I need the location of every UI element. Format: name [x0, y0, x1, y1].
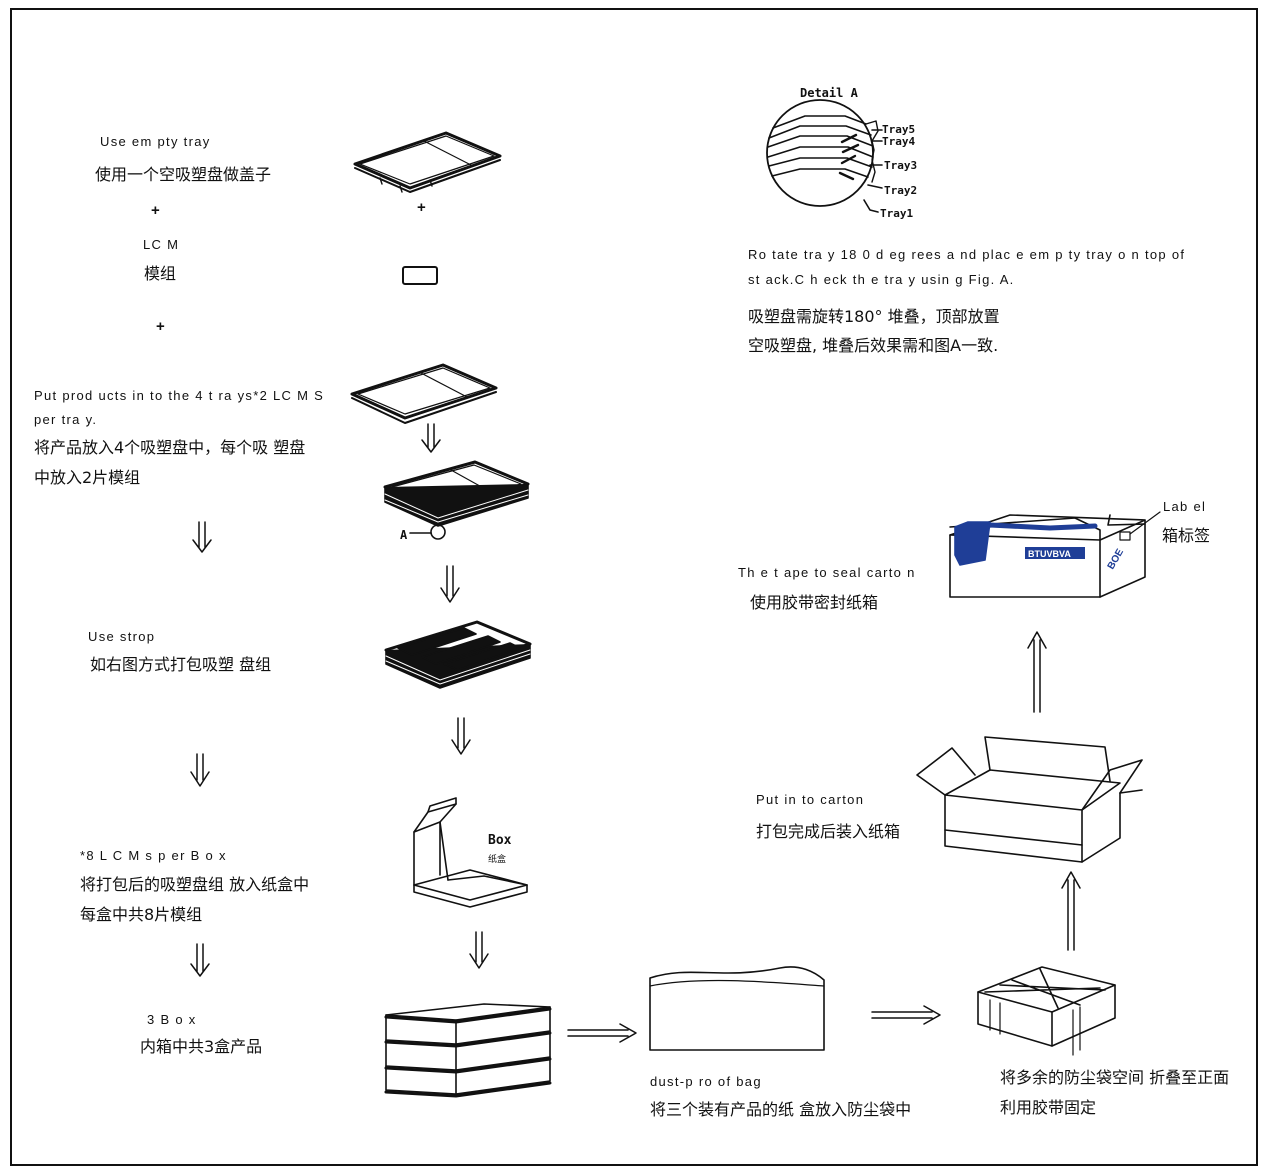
dust-bag-label: dust-p ro of bag: [650, 1074, 762, 1089]
put-products-label-line2: per tra y.: [34, 412, 98, 427]
arrow-down-3: [451, 717, 471, 755]
arrow-down-4: [469, 931, 489, 969]
strop-cn-label: 如右图方式打包吸塑 盘组: [90, 655, 272, 674]
rotate-cn-line1: 吸塑盘需旋转180° 堆叠，顶部放置: [748, 307, 1000, 326]
per-box-cn-line1: 将打包后的吸塑盘组 放入纸盒中: [80, 875, 310, 894]
three-boxes-drawing: [384, 1003, 552, 1098]
put-products-cn-line1: 将产品放入4个吸塑盘中，每个吸 塑盘: [34, 438, 306, 457]
put-carton-label: Put in to carton: [756, 792, 865, 807]
arrow-down-6: [190, 753, 210, 787]
put-products-cn-line2: 中放入2片模组: [34, 468, 141, 487]
seal-carton-label: Th e t ape to seal carto n: [738, 565, 916, 580]
empty-tray-cn-label: 使用一个空吸塑盘做盖子: [95, 165, 272, 184]
arrow-down-2: [440, 565, 460, 603]
label-label: Lab el: [1163, 499, 1207, 514]
carton-brand-bar: [1025, 547, 1085, 559]
put-carton-cn-label: 打包完成后装入纸箱: [756, 822, 901, 841]
detail-a-title: Detail A: [800, 86, 859, 100]
per-box-cn-line2: 每盒中共8片模组: [80, 905, 203, 924]
detail-a-illustration: Detail A Tray5 Tray4 Tray3 Tray2 Tray1: [766, 86, 917, 220]
open-carton-drawing: [916, 736, 1143, 863]
tray3-label: Tray3: [884, 159, 917, 172]
per-box-label: *8 L C M s p er B o x: [80, 848, 227, 863]
label-cn-label: 箱标签: [1162, 526, 1211, 545]
arrow-down-5: [192, 521, 212, 553]
product-tray-drawing: [350, 363, 498, 424]
strop-label: Use strop: [88, 629, 156, 644]
plus-sign-2: +: [156, 318, 165, 335]
diagram-border: [10, 8, 1258, 1166]
sealed-carton-drawing: BTUVBVA BOE: [949, 511, 1161, 598]
plus-sign-3: +: [417, 199, 426, 216]
arrow-right-1: [567, 1023, 637, 1043]
empty-tray-drawing: [353, 131, 502, 193]
fold-bag-cn-line1: 将多余的防尘袋空间 折叠至正面: [1000, 1068, 1230, 1087]
rotate-cn-line2: 空吸塑盘, 堆叠后效果需和图A一致.: [748, 336, 999, 355]
carton-brand: BTUVBVA: [1028, 549, 1071, 559]
fold-bag-cn-line2: 利用胶带固定: [1000, 1098, 1097, 1117]
lcm-label: LC M: [143, 237, 180, 252]
dust-proof-bag-drawing: [649, 966, 825, 1051]
seal-carton-cn-label: 使用胶带密封纸箱: [750, 593, 879, 612]
put-products-label-line1: Put prod ucts in to the 4 t ra ys*2 LC M…: [34, 388, 325, 403]
arrow-up-1: [1061, 871, 1081, 951]
dust-bag-cn-label: 将三个装有产品的纸 盒放入防尘袋中: [650, 1100, 912, 1119]
empty-tray-label: Use em pty tray: [100, 134, 211, 149]
arrow-right-2: [871, 1005, 941, 1025]
open-box-drawing: Box 纸盒: [413, 797, 528, 908]
flow-arrows: [190, 423, 1081, 1043]
rotate-label-line2: st ack.C h eck th e tra y usin g Fig. A.: [748, 272, 1015, 287]
box-label: Box: [488, 833, 512, 848]
carton-side-mark: BOE: [1106, 547, 1127, 572]
tray1-label: Tray1: [880, 207, 913, 220]
rotate-label-line1: Ro tate tra y 18 0 d eg rees a nd plac e…: [748, 247, 1186, 262]
lcm-cn-label: 模组: [144, 264, 177, 283]
three-box-cn-label: 内箱中共3盒产品: [140, 1037, 263, 1056]
lcm-module-drawing: [402, 266, 438, 285]
arrow-down-7: [190, 943, 210, 977]
detail-marker-a: A: [400, 528, 408, 542]
three-box-label: 3 B o x: [147, 1012, 197, 1027]
box-cn-label: 纸盒: [488, 853, 506, 865]
arrow-up-2: [1027, 631, 1047, 713]
strapped-trays-drawing: [384, 620, 532, 689]
tray2-label: Tray2: [884, 184, 917, 197]
tray5-label: Tray5: [882, 123, 915, 136]
arrow-down-1: [421, 423, 441, 453]
tray4-label: Tray4: [882, 135, 915, 148]
stacked-trays-drawing: A: [383, 460, 530, 542]
plus-sign-1: +: [151, 202, 160, 219]
wrapped-box-drawing: [977, 966, 1116, 1056]
